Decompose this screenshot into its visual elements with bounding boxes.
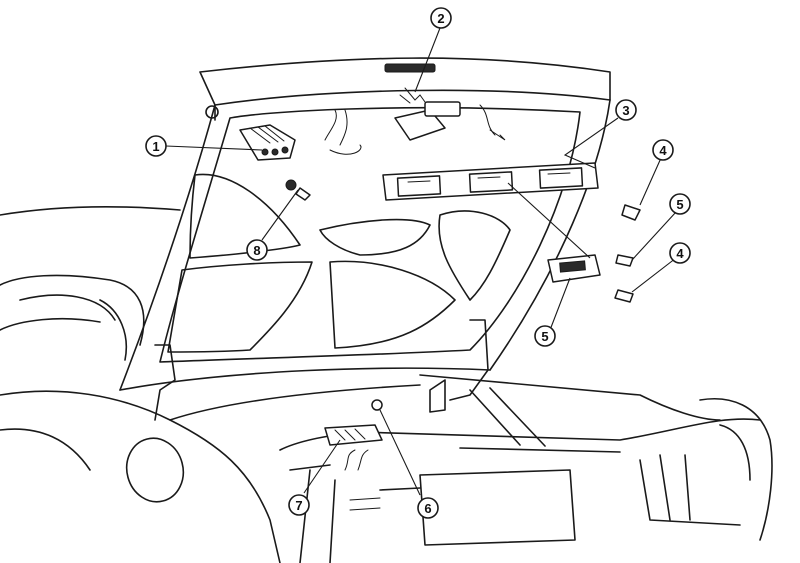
- callout-8: 8: [246, 239, 268, 261]
- callout-5-upper-label: 5: [676, 197, 683, 212]
- callout-7: 7: [288, 494, 310, 516]
- callout-5-lower-label: 5: [541, 329, 548, 344]
- callout-7-label: 7: [295, 498, 302, 513]
- callout-5-lower: 5: [534, 325, 556, 347]
- callout-2: 2: [430, 7, 452, 29]
- callout-8-label: 8: [253, 243, 260, 258]
- callout-6-label: 6: [424, 501, 431, 516]
- callout-2-label: 2: [437, 11, 444, 26]
- callout-4-lower: 4: [669, 242, 691, 264]
- callout-6: 6: [417, 497, 439, 519]
- callout-1-label: 1: [152, 139, 159, 154]
- car-body: [0, 205, 773, 563]
- callout-3: 3: [615, 99, 637, 121]
- lamp-assembly-1: [239, 124, 296, 161]
- leader-lines: [165, 27, 677, 496]
- callout-4-lower-label: 4: [676, 246, 684, 261]
- lamp-bar-3: [382, 162, 599, 201]
- callout-4-upper-label: 4: [659, 143, 667, 158]
- callout-3-label: 3: [622, 103, 629, 118]
- trunk-lamp-7: [324, 424, 383, 471]
- trunk-lid: [119, 57, 611, 421]
- side-lamp-5: [547, 254, 601, 283]
- callout-1: 1: [145, 135, 167, 157]
- callout-5-upper: 5: [669, 193, 691, 215]
- fasteners: [285, 179, 641, 411]
- wiring-harness: [324, 104, 506, 155]
- center-lamp-2: [394, 87, 461, 141]
- callout-4-upper: 4: [652, 139, 674, 161]
